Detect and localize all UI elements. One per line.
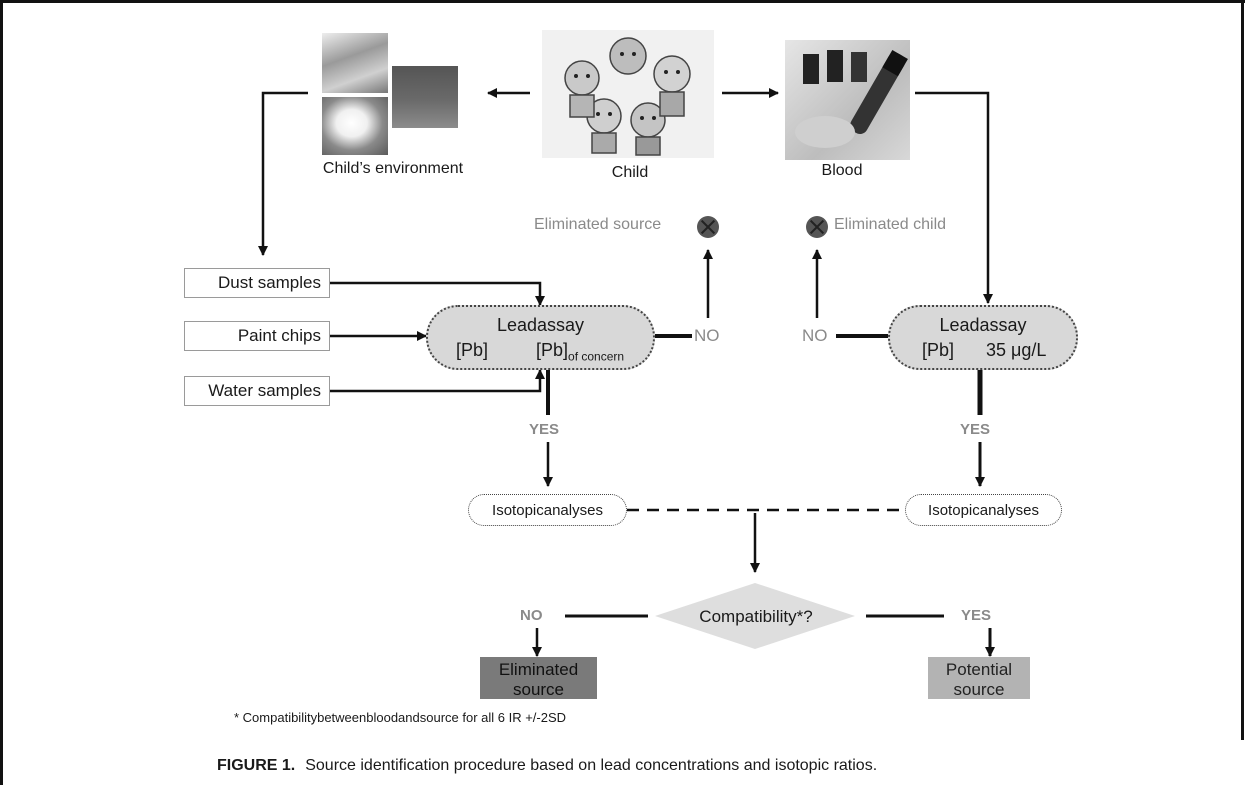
- child-label: Child: [611, 164, 649, 181]
- left-lead-assay: Leadassay [Pb] [Pb]of concern: [426, 305, 655, 370]
- paint-chips-box: Paint chips: [184, 321, 330, 351]
- left-yes-label: YES: [529, 421, 560, 438]
- eliminated-source-line2: source: [512, 680, 565, 699]
- children-illustration: [542, 30, 714, 158]
- eliminated-source-line1: Eliminated: [498, 660, 579, 679]
- caption-number: FIGURE 1.: [217, 757, 296, 774]
- left-assay-title: Leadassay: [496, 315, 585, 335]
- caption-text: Source identification procedure based on…: [305, 757, 878, 774]
- right-lead-assay: Leadassay [Pb] 35 μg/L: [888, 305, 1078, 370]
- eliminated-source-icon: [697, 216, 719, 238]
- blood-label: Blood: [821, 162, 863, 179]
- potential-source-box: Potential source: [928, 657, 1030, 699]
- right-assay-threshold: 35 μg/L: [986, 340, 1047, 360]
- compat-yes-label: YES: [961, 607, 992, 624]
- right-isotopic-analyses: Isotopicanalyses: [905, 494, 1062, 526]
- potential-source-line1: Potential: [945, 660, 1013, 679]
- eliminated-source-box: Eliminated source: [480, 657, 597, 699]
- left-assay-pb-b: [Pb]: [536, 340, 569, 360]
- blood-tubes-drawing: [795, 49, 908, 148]
- right-no-label: NO: [802, 326, 828, 345]
- left-isotopic-analyses: Isotopicanalyses: [468, 494, 627, 526]
- frame-border-right: [1241, 0, 1244, 740]
- environment-photo-paint: [322, 97, 388, 155]
- potential-source-line2: source: [953, 680, 1005, 699]
- dust-samples-box: Dust samples: [184, 268, 330, 298]
- frame-border-top: [0, 0, 1245, 3]
- children-cartoon: [564, 37, 691, 156]
- left-assay-pb: [Pb]: [456, 340, 489, 360]
- environment-label: Child’s environment: [322, 160, 464, 177]
- water-samples-box: Water samples: [184, 376, 330, 406]
- compatibility-label: Compatibility*?: [699, 607, 813, 626]
- compatibility-diamond: [655, 583, 855, 649]
- right-assay-pb: [Pb]: [922, 340, 955, 360]
- left-assay-subscript: of concern: [568, 349, 625, 364]
- left-no-label: NO: [694, 326, 720, 345]
- figure-caption: FIGURE 1. Source identification procedure…: [217, 757, 877, 775]
- frame-border-left: [0, 0, 3, 785]
- environment-photo-faucet: [322, 33, 388, 93]
- eliminated-child-icon: [806, 216, 828, 238]
- compat-no-label: NO: [520, 607, 543, 624]
- footnote: * Compatibilitybetweenbloodandsource for…: [234, 710, 567, 725]
- right-assay-title: Leadassay: [939, 315, 1027, 335]
- right-yes-label: YES: [960, 421, 991, 438]
- left-assay-pb-concern: [Pb]of concern: [536, 340, 624, 364]
- eliminated-child-label: Eliminated child: [834, 216, 947, 233]
- environment-photo-floor: [392, 66, 458, 128]
- eliminated-source-label: Eliminated source: [534, 216, 662, 233]
- blood-tubes-photo: [785, 40, 910, 160]
